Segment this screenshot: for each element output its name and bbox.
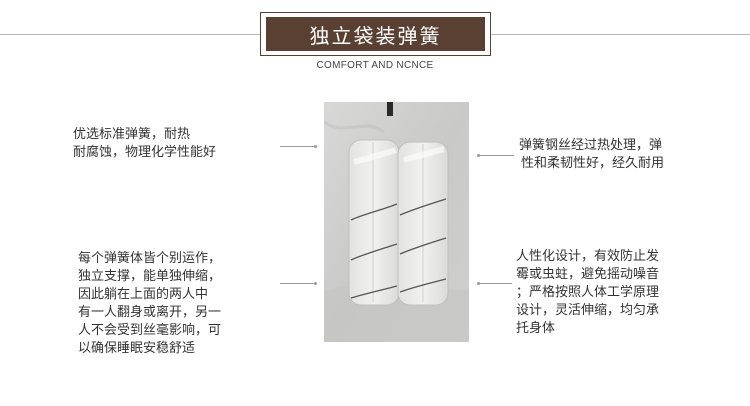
page-subtitle: COMFORT AND NCNCE <box>316 60 434 71</box>
spring-photo <box>324 102 469 342</box>
feature-right-top: 弹簧钢丝经过热处理，弹 性和柔韧性好，经久耐用 <box>519 137 664 173</box>
feature-line: 霉或虫蛀，避免摇动噪音 <box>516 267 660 282</box>
connector-dot <box>477 154 480 157</box>
feature-line: 人不会受到丝毫影响，可 <box>78 323 222 338</box>
connector-dot <box>477 282 480 285</box>
feature-line: 弹簧钢丝经过热处理，弹 <box>519 138 663 153</box>
connector-right-top <box>478 155 514 156</box>
feature-line: 托身体 <box>516 321 556 336</box>
feature-line: 人性化设计，有效防止发 <box>516 249 660 264</box>
feature-line: 每个弹簧体皆个别运作， <box>78 251 222 266</box>
feature-line: 耐腐蚀，物理化学性能好 <box>73 145 217 160</box>
header-rule-left <box>0 34 260 35</box>
page-title: 独立袋装弹簧 <box>266 17 485 51</box>
feature-line: 性和柔韧性好，经久耐用 <box>521 156 665 171</box>
connector-dot <box>314 145 317 148</box>
feature-line: 优选标准弹簧，耐热 <box>73 127 191 142</box>
feature-line: 以确保睡眠安稳舒适 <box>78 341 196 356</box>
feature-line: ；严格按照人体工学原理 <box>516 285 660 300</box>
feature-left-bottom: 每个弹簧体皆个别运作， 独立支撑，能单独伸缩， 因此躺在上面的两人中 有一人翻身… <box>78 250 221 358</box>
feature-line: 有一人翻身或离开，另一 <box>78 305 222 320</box>
connector-left-bottom <box>280 283 315 284</box>
connector-right-bottom <box>478 283 512 284</box>
title-frame: 独立袋装弹簧 <box>260 12 491 56</box>
header-rule-right <box>491 34 750 35</box>
feature-line: 设计，灵活伸缩，均匀承 <box>516 303 660 318</box>
feature-right-bottom: 人性化设计，有效防止发 霉或虫蛀，避免摇动噪音 ；严格按照人体工学原理 设计，灵… <box>516 248 659 338</box>
feature-left-top: 优选标准弹簧，耐热 耐腐蚀，物理化学性能好 <box>73 126 216 162</box>
connector-left-top <box>280 146 315 147</box>
connector-dot <box>314 282 317 285</box>
feature-line: 因此躺在上面的两人中 <box>78 287 209 302</box>
feature-line: 独立支撑，能单独伸缩， <box>78 269 222 284</box>
